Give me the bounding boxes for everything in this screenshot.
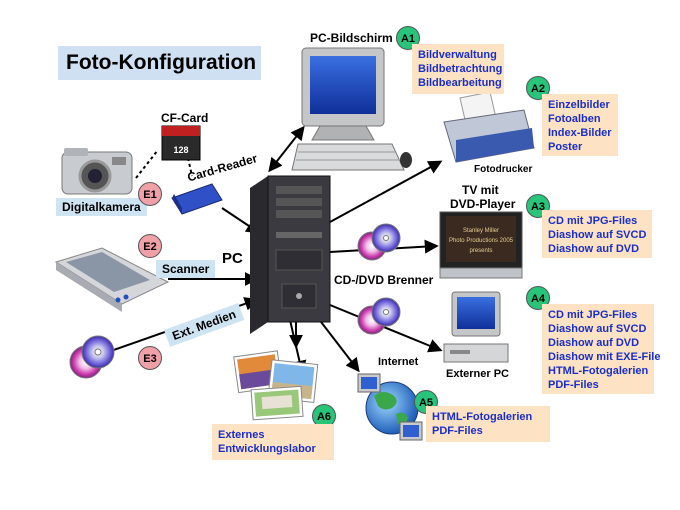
printer-item: Einzelbilder bbox=[548, 99, 610, 111]
tv-screen-line-3: presents bbox=[469, 248, 492, 254]
badge-e3: E3 bbox=[138, 346, 162, 370]
digital-camera-tag: Digitalkamera bbox=[56, 198, 147, 216]
tv-item: Diashow auf DVD bbox=[548, 243, 640, 255]
badge-e2: E2 bbox=[138, 234, 162, 258]
photo-printer-icon bbox=[443, 91, 535, 163]
pc-to-extpc-arrow bbox=[329, 304, 443, 353]
external-pc-item: PDF-Files bbox=[548, 379, 599, 391]
tv-label-line-2: DVD-Player bbox=[450, 197, 516, 211]
scanner-icon bbox=[54, 247, 170, 312]
tv-item: Diashow auf SVCD bbox=[548, 229, 647, 241]
external-pc-item: Diashow auf SVCD bbox=[548, 323, 647, 335]
printer-item: Fotoalben bbox=[548, 113, 601, 125]
pc-monitor-icon bbox=[301, 47, 385, 141]
burner-label: CD-/DVD Brenner bbox=[334, 273, 434, 287]
card-reader-icon bbox=[171, 183, 223, 215]
tv-label-line-1: TV mit bbox=[462, 183, 499, 197]
external-pc-item: CD mit JPG-Files bbox=[548, 309, 638, 321]
pc-label: PC bbox=[222, 250, 243, 267]
external-media-discs-icon bbox=[69, 335, 115, 379]
tv-screen-line-2: Photo Productions 2005 bbox=[449, 238, 514, 244]
camera-to-card-link bbox=[135, 149, 159, 179]
external-pc-item: Diashow mit EXE-File bbox=[548, 351, 661, 363]
pc-to-printer-arrow bbox=[329, 160, 443, 223]
external-pc-item: Diashow auf DVD bbox=[548, 337, 640, 349]
monitor-item: Bildbearbeitung bbox=[418, 77, 502, 89]
pc-monitor-arrow bbox=[268, 125, 305, 173]
tv-item: CD mit JPG-Files bbox=[548, 215, 638, 227]
external-pc-label: Externer PC bbox=[446, 368, 509, 380]
lab-info-box: Externes Entwicklungslabor bbox=[212, 424, 334, 460]
lab-item: Externes bbox=[218, 429, 265, 441]
digital-camera-icon bbox=[61, 148, 133, 195]
monitor-item: Bildbetrachtung bbox=[418, 63, 503, 75]
burner-discs-icon bbox=[357, 223, 401, 261]
cf-card-capacity: 128 bbox=[173, 145, 188, 155]
monitor-item: Bildverwaltung bbox=[418, 49, 497, 61]
printer-item: Poster bbox=[548, 141, 583, 153]
cf-card-icon: 128 bbox=[161, 125, 201, 161]
page-title: Foto-Konfiguration bbox=[58, 46, 261, 80]
scanner-tag: Scanner bbox=[156, 260, 216, 278]
internet-item: HTML-Fotogalerien bbox=[432, 411, 533, 423]
printer-item: Index-Bilder bbox=[548, 127, 612, 139]
tv-dvd-player-icon: Stanley Miller Photo Productions 2005 pr… bbox=[439, 211, 523, 279]
monitor-label: PC-Bildschirm bbox=[310, 31, 393, 45]
lab-item: Entwicklungslabor bbox=[218, 443, 316, 455]
pc-to-internet-arrow bbox=[317, 317, 360, 373]
badge-a4: A4 bbox=[526, 286, 550, 310]
printer-info-box: Einzelbilder Fotoalben Index-Bilder Post… bbox=[542, 94, 618, 156]
printer-label: Fotodrucker bbox=[474, 164, 533, 175]
keyboard-icon bbox=[291, 143, 412, 171]
extpc-discs-icon bbox=[357, 297, 401, 335]
internet-info-box: HTML-Fotogalerien PDF-Files bbox=[426, 406, 550, 442]
internet-label: Internet bbox=[378, 356, 419, 368]
cf-card-label: CF-Card bbox=[161, 111, 209, 125]
internet-item: PDF-Files bbox=[432, 425, 483, 437]
pc-tower-icon bbox=[250, 175, 331, 334]
external-pc-icon bbox=[443, 291, 509, 363]
tv-info-box: CD mit JPG-Files Diashow auf SVCD Diasho… bbox=[542, 210, 652, 258]
external-pc-info-box: CD mit JPG-Files Diashow auf SVCD Diasho… bbox=[542, 304, 661, 394]
monitor-info-box: Bildverwaltung Bildbetrachtung Bildbearb… bbox=[412, 44, 504, 94]
internet-globe-icon bbox=[357, 373, 423, 441]
badge-e1: E1 bbox=[138, 182, 162, 206]
tv-screen-line-1: Stanley Miller bbox=[463, 228, 499, 234]
external-pc-item: HTML-Fotogalerien bbox=[548, 365, 649, 377]
photo-prints-icon bbox=[233, 350, 319, 421]
